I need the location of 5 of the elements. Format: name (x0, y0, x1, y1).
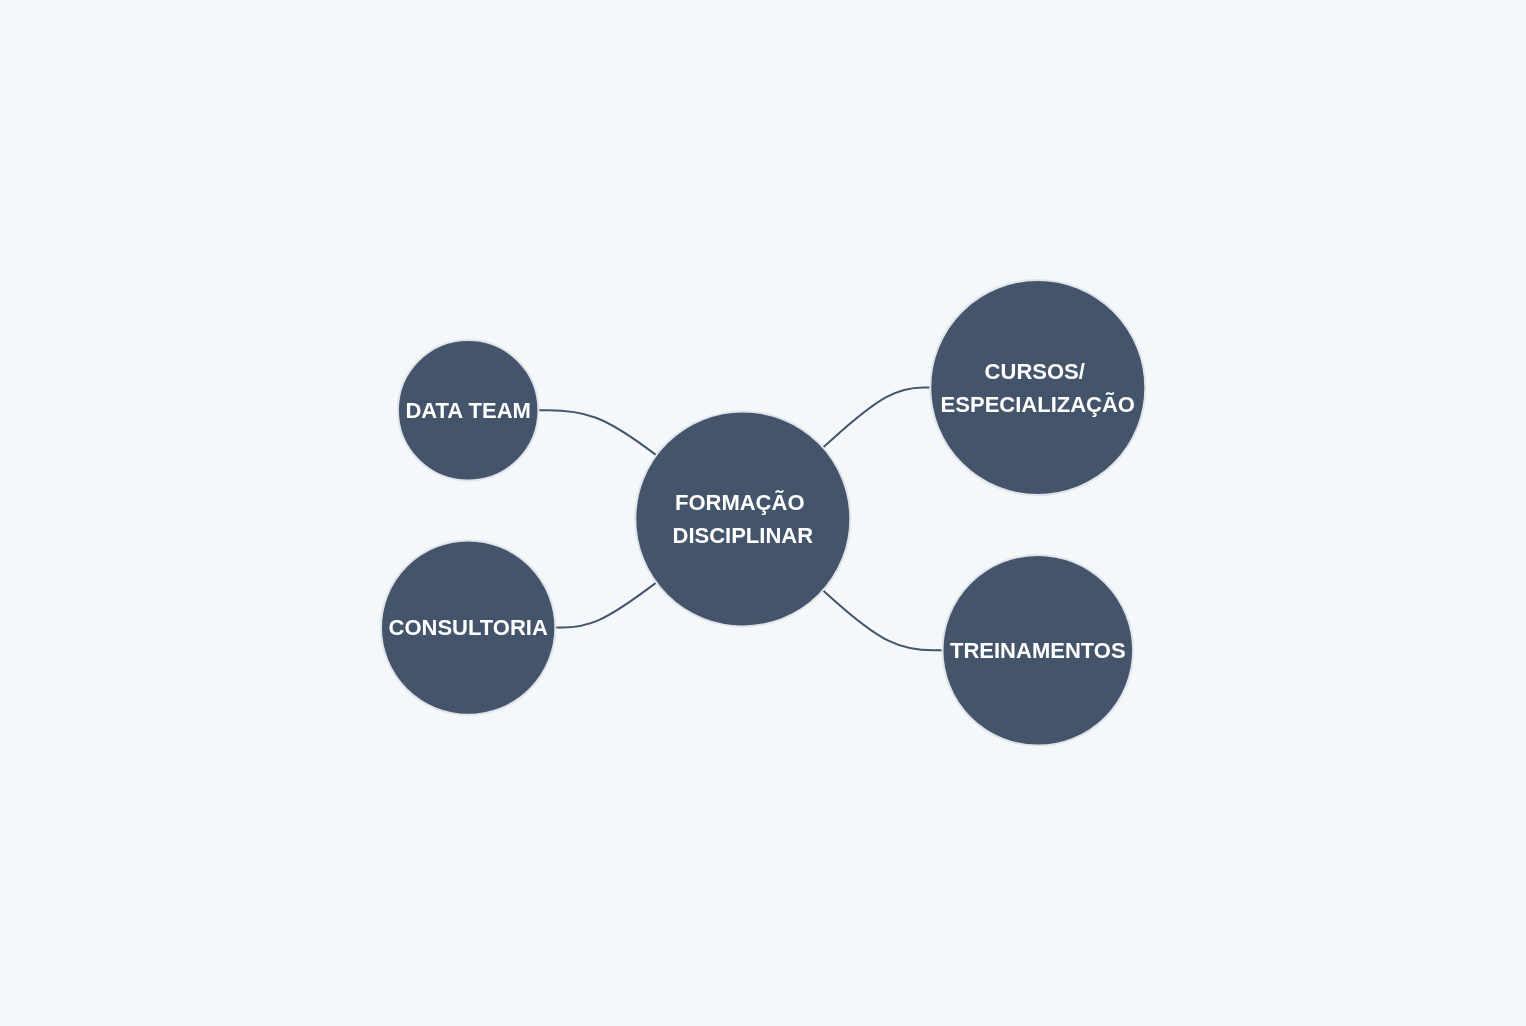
node-circle: DATA TEAM (396, 339, 540, 482)
node-circle: TREINAMENTOS (941, 554, 1134, 747)
node-circle: FORMAÇÃO DISCIPLINAR (634, 410, 852, 628)
node-circle: CURSOS/ ESPECIALIZAÇÃO (929, 279, 1147, 497)
node-circle: CONSULTORIA (379, 539, 557, 716)
